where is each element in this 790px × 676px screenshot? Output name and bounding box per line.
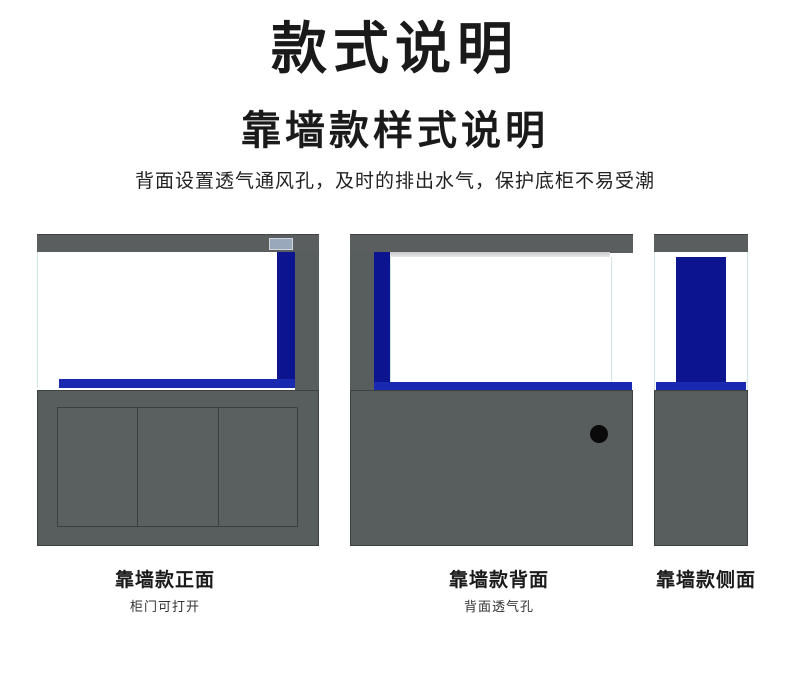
side-view-illustration: [654, 234, 748, 546]
back-view-illustration: [350, 234, 633, 546]
tank-lid: [350, 234, 633, 253]
back-view-caption: 靠墙款背面: [448, 569, 549, 591]
page-subtitle: 靠墙款样式说明: [241, 108, 549, 154]
tank-lid: [654, 234, 748, 253]
tank-glass: [37, 252, 297, 388]
back-frame-left: [350, 252, 374, 390]
temperature-display: [269, 238, 293, 250]
tank-blue-backing: [277, 252, 295, 388]
front-view-subcaption: 柜门可打开: [129, 600, 200, 615]
ventilation-hole-icon: [590, 425, 608, 443]
back-cabinet: [350, 390, 633, 546]
tank-blue-backing: [374, 252, 390, 388]
tank-blue-backing: [676, 257, 726, 385]
tank-floor: [374, 382, 632, 390]
cabinet-door: [218, 407, 298, 527]
front-cabinet: [37, 390, 319, 546]
page-title: 款式说明: [271, 17, 519, 82]
tank-glass: [390, 257, 612, 385]
front-view-caption: 靠墙款正面: [114, 569, 215, 591]
cabinet-door: [57, 407, 138, 527]
cabinet-door: [137, 407, 219, 527]
side-view-caption: 靠墙款侧面: [655, 569, 756, 591]
tank-floor: [656, 382, 746, 390]
side-cabinet: [654, 390, 748, 546]
tank-lid: [37, 234, 319, 253]
back-view-subcaption: 背面透气孔: [463, 600, 534, 615]
front-view-illustration: [37, 234, 319, 546]
tank-floor: [59, 379, 295, 388]
tank-lid-light: [374, 252, 610, 257]
side-filter-column: [295, 252, 319, 390]
page-description: 背面设置透气通风孔，及时的排出水气，保护底柜不易受潮: [134, 170, 655, 192]
